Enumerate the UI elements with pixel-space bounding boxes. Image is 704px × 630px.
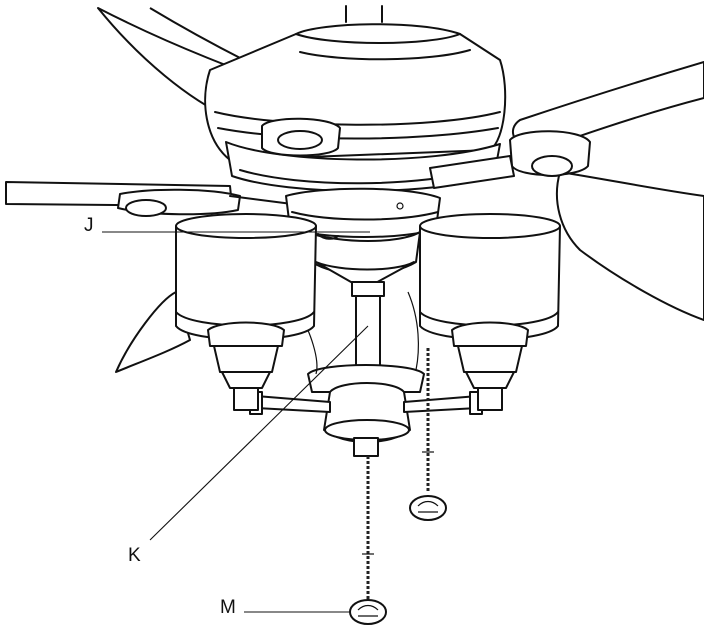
downrod <box>351 281 385 373</box>
pull-chain-fob-light <box>349 599 387 625</box>
blade-bracket-left <box>117 117 341 217</box>
light-shade-right <box>419 213 561 411</box>
pull-chain-fan <box>409 348 447 521</box>
light-kit-hub <box>299 291 425 457</box>
fan-blade-right <box>556 171 704 321</box>
label-k: K <box>128 545 141 566</box>
label-j: J <box>84 215 94 236</box>
leader-line-k <box>149 325 369 541</box>
switch-housing <box>285 187 441 287</box>
label-m: M <box>220 597 236 618</box>
blade-bracket-right <box>429 130 591 189</box>
light-shade-left <box>175 213 317 411</box>
pull-chain-fob-fan <box>409 495 447 521</box>
fan-blade-lower-left <box>115 291 191 373</box>
pull-chain-light <box>349 456 387 625</box>
